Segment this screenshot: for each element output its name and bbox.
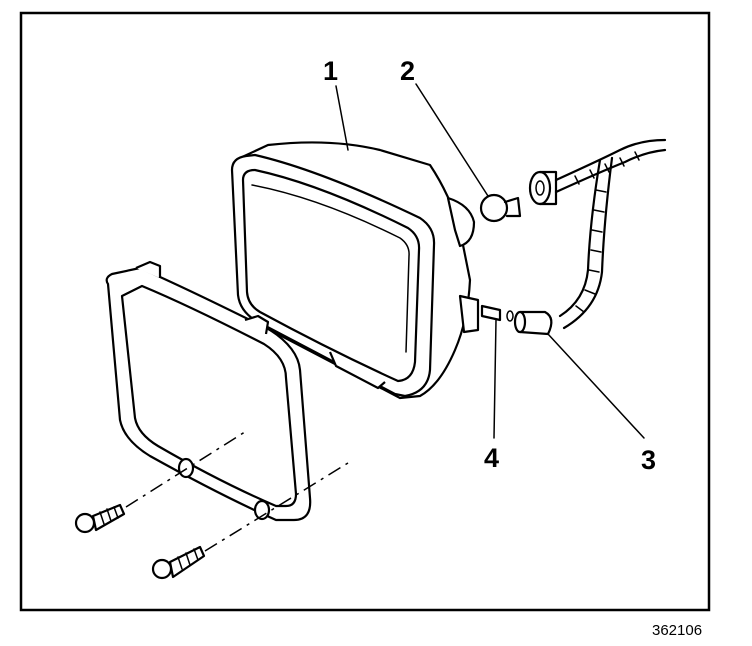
diagram-frame <box>19 11 711 612</box>
callout-3: 3 <box>641 445 656 475</box>
leader-line-1 <box>335 85 349 151</box>
bulb <box>479 193 522 223</box>
wiring-connector <box>513 310 553 336</box>
screw-upper <box>74 503 126 534</box>
wiring-harness <box>554 138 667 330</box>
headlamp-sealed-beam <box>230 141 480 400</box>
callout-4: 4 <box>484 443 499 473</box>
figure-id: 362106 <box>652 622 702 639</box>
screw-lower <box>151 545 206 580</box>
leader-line-2 <box>415 83 489 197</box>
leader-line-4 <box>493 319 497 439</box>
callout-2: 2 <box>400 56 415 86</box>
connector-boot <box>528 170 558 206</box>
terminal-pin <box>480 304 514 322</box>
alignment-line-upper <box>125 429 249 508</box>
callout-1: 1 <box>323 56 338 86</box>
leader-line-3 <box>547 333 645 439</box>
